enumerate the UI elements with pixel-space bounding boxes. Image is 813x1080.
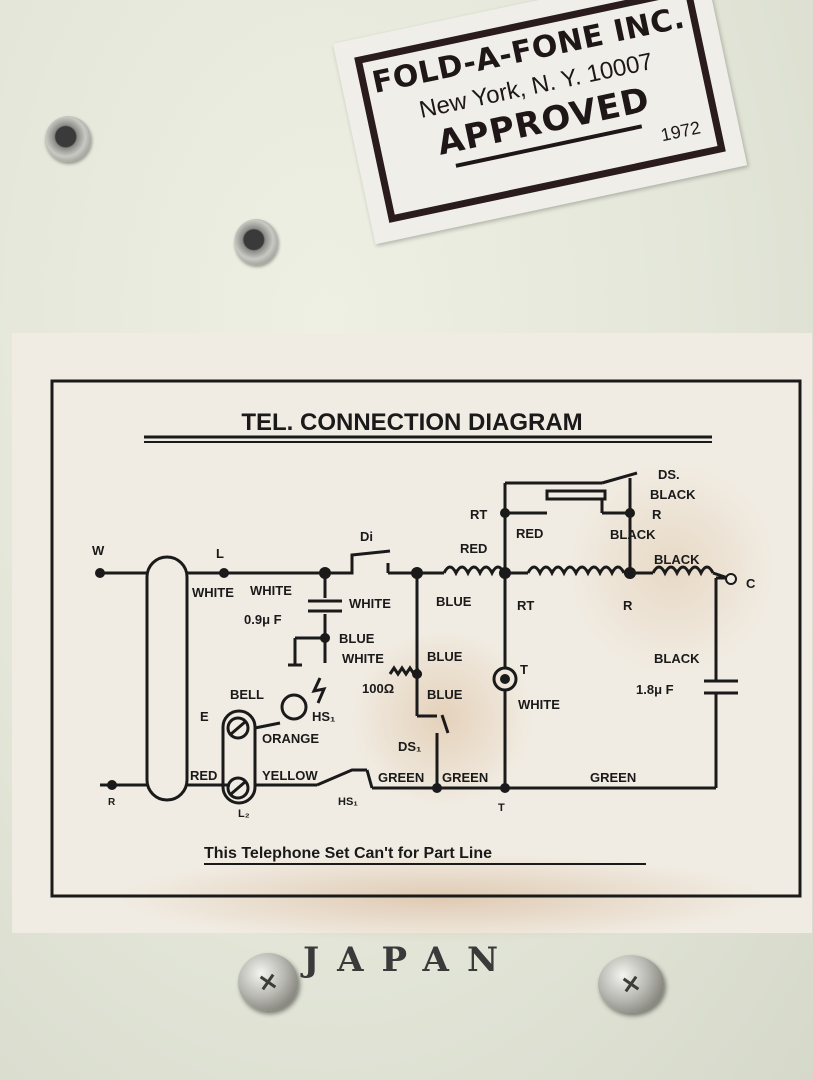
label-c: C: [746, 576, 756, 591]
label-yellow: YELLOW: [262, 768, 318, 783]
label-black: BLACK: [610, 527, 656, 542]
diagram-border: [50, 379, 802, 898]
stain: [112, 853, 772, 943]
label-w: W: [92, 543, 105, 558]
label-black: BLACK: [654, 651, 700, 666]
label-l: L: [216, 546, 224, 561]
label-ds: DS.: [658, 467, 680, 482]
label-blue: BLUE: [427, 649, 463, 664]
label-red: RED: [190, 768, 217, 783]
label-r: R: [108, 797, 116, 808]
label-orange: ORANGE: [262, 731, 319, 746]
label-green: GREEN: [590, 770, 636, 785]
label-green: GREEN: [378, 770, 424, 785]
label-white: WHITE: [250, 583, 292, 598]
label-blue: BLUE: [436, 594, 472, 609]
label-hs1: HS₁: [312, 709, 335, 724]
approval-sticker: FOLD-A-FONE INC. New York, N. Y. 10007 A…: [332, 0, 748, 245]
label-r: R: [652, 507, 662, 522]
label-white: WHITE: [192, 585, 234, 600]
label-ds1: DS₁: [398, 739, 421, 754]
label-capacitor-1: 0.9μ F: [244, 612, 282, 627]
label-red: RED: [516, 526, 543, 541]
label-black: BLACK: [654, 552, 700, 567]
label-white: WHITE: [349, 596, 391, 611]
label-black: BLACK: [650, 487, 696, 502]
label-blue: BLUE: [427, 687, 463, 702]
diagram-footer: This Telephone Set Can't for Part Line: [204, 845, 492, 862]
label-green: GREEN: [442, 770, 488, 785]
label-hs1: HS₁: [338, 796, 358, 808]
set-screw-middle: [234, 219, 278, 265]
label-l2: L₂: [238, 808, 250, 820]
label-red: RED: [460, 541, 487, 556]
label-t: T: [498, 802, 505, 814]
label-blue: BLUE: [339, 631, 375, 646]
label-resistor: 100Ω: [362, 681, 394, 696]
label-rt: RT: [470, 507, 487, 522]
label-white: WHITE: [518, 697, 560, 712]
label-rt: RT: [517, 598, 534, 613]
label-bell: BELL: [230, 687, 264, 702]
phillips-screw-left: [238, 953, 298, 1011]
label-di: Di: [360, 529, 373, 544]
label-white: WHITE: [342, 651, 384, 666]
wiring-diagram: TEL. CONNECTION DIAGRAM: [50, 379, 802, 898]
label-r: R: [623, 598, 633, 613]
label-e: E: [200, 709, 209, 724]
diagram-title: TEL. CONNECTION DIAGRAM: [241, 409, 582, 436]
connection-diagram-label: TEL. CONNECTION DIAGRAM: [12, 333, 812, 943]
label-capacitor-2: 1.8μ F: [636, 682, 674, 697]
origin-stamp: JAPAN: [303, 940, 517, 980]
set-screw-top-left: [45, 116, 91, 162]
phillips-screw-right: [598, 955, 664, 1013]
label-t: T: [520, 662, 528, 677]
